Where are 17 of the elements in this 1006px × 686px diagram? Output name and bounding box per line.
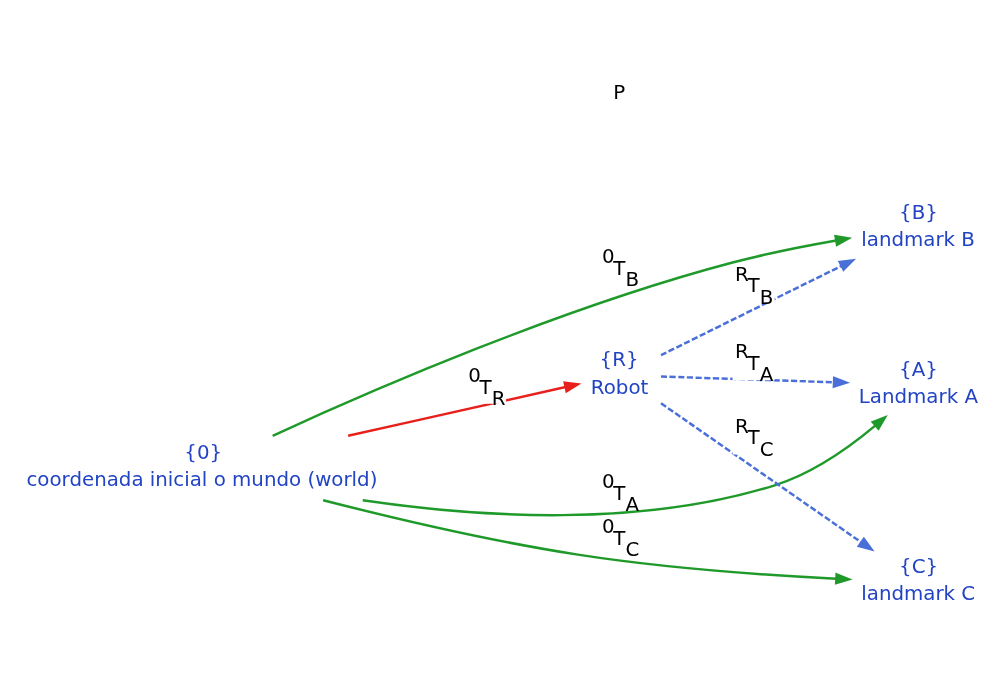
node-label: Landmark A (858, 385, 978, 409)
node-label: Robot (590, 375, 649, 399)
node-text: {0} coordenada inicial o mundo (world) (26, 441, 378, 492)
node-text: {B} (899, 200, 938, 224)
arrow (660, 402, 875, 552)
arrow (362, 414, 888, 517)
node-label: landmark B (861, 228, 975, 252)
node-text: {A} (899, 358, 938, 382)
node-text: {R} (599, 348, 639, 372)
node-label: landmark C (861, 582, 976, 606)
node-text: {C} (899, 554, 939, 578)
arrow (272, 234, 853, 437)
arrow (661, 375, 851, 389)
arrow (660, 258, 857, 357)
arrow (322, 499, 853, 585)
arrow (347, 381, 582, 437)
label: P (613, 80, 626, 104)
